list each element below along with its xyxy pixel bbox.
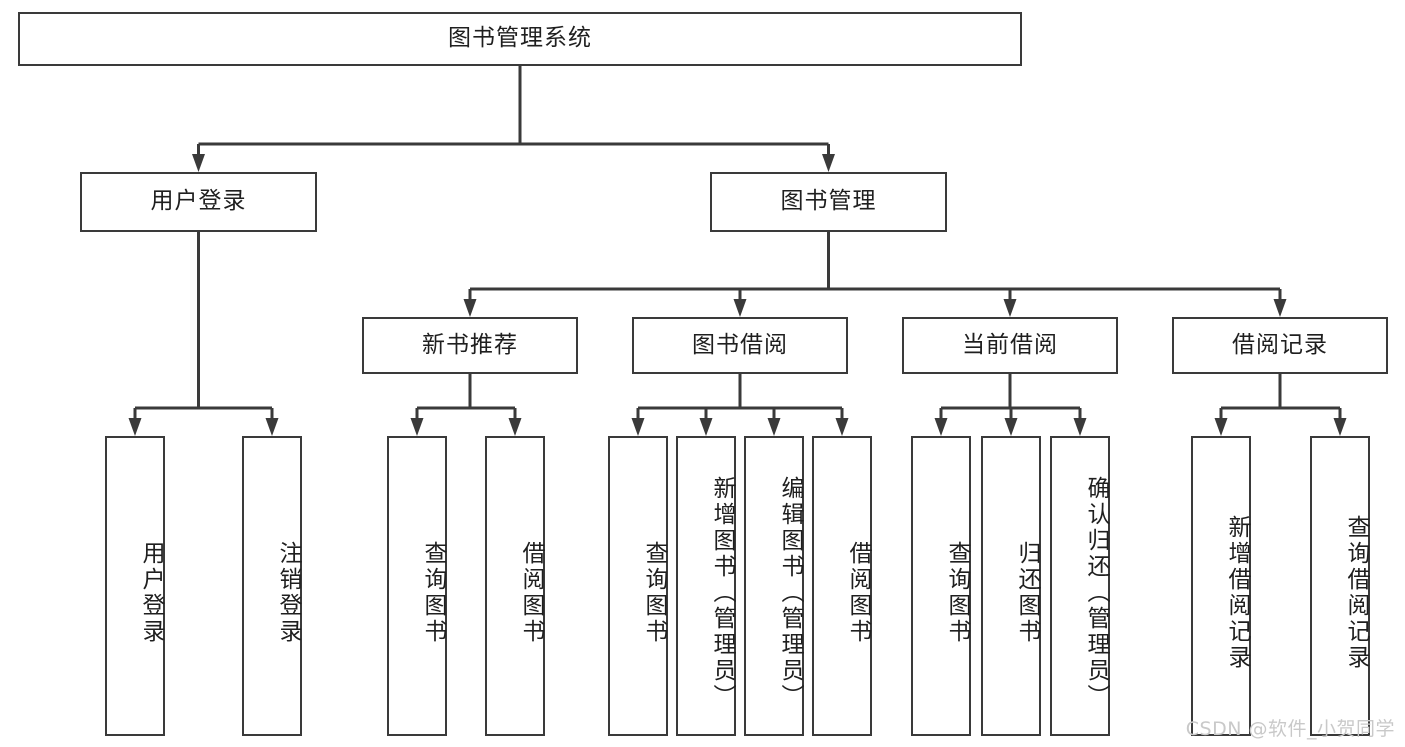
node-label: 新增图书（管理员） xyxy=(709,476,735,710)
connector-arrowhead xyxy=(410,418,424,436)
connector-arrowhead xyxy=(733,299,747,317)
node-new-book-rec[interactable]: 新书推荐 xyxy=(362,317,578,374)
connector-arrowhead xyxy=(1073,418,1087,436)
node-label: 归还图书 xyxy=(1014,541,1040,645)
node-leaf-rec-query[interactable]: 查询图书 xyxy=(387,436,447,736)
node-root[interactable]: 图书管理系统 xyxy=(18,12,1022,66)
node-leaf-bb-query[interactable]: 查询图书 xyxy=(608,436,668,736)
connector-arrowhead xyxy=(835,418,849,436)
node-label: 当前借阅 xyxy=(962,331,1058,358)
node-label: 新增借阅记录 xyxy=(1224,515,1250,671)
node-label: 新书推荐 xyxy=(422,331,518,358)
connector-arrowhead xyxy=(822,154,835,172)
connector-arrowhead xyxy=(1004,418,1018,436)
node-user-login[interactable]: 用户登录 xyxy=(80,172,317,232)
connector-arrowhead xyxy=(128,418,142,436)
node-borrow-record[interactable]: 借阅记录 xyxy=(1172,317,1388,374)
node-label: 查询借阅记录 xyxy=(1343,515,1369,671)
connector-arrowhead xyxy=(1214,418,1228,436)
node-label: 用户登录 xyxy=(138,541,164,645)
node-label: 注销登录 xyxy=(275,541,301,645)
node-leaf-cb-confirm[interactable]: 确认归还（管理员） xyxy=(1050,436,1110,736)
node-label: 借阅图书 xyxy=(518,541,544,645)
node-leaf-cb-query[interactable]: 查询图书 xyxy=(911,436,971,736)
node-leaf-br-query[interactable]: 查询借阅记录 xyxy=(1310,436,1370,736)
node-book-borrow[interactable]: 图书借阅 xyxy=(632,317,848,374)
connector-arrowhead xyxy=(699,418,713,436)
node-leaf-bb-add[interactable]: 新增图书（管理员） xyxy=(676,436,736,736)
connector-arrowhead xyxy=(265,418,279,436)
node-leaf-user-logout[interactable]: 注销登录 xyxy=(242,436,302,736)
connector-arrowhead xyxy=(1273,299,1287,317)
node-leaf-rec-borrow[interactable]: 借阅图书 xyxy=(485,436,545,736)
node-label: 查询图书 xyxy=(420,541,446,645)
node-leaf-bb-edit[interactable]: 编辑图书（管理员） xyxy=(744,436,804,736)
node-label: 查询图书 xyxy=(944,541,970,645)
connector-arrowhead xyxy=(934,418,948,436)
connector-arrowhead xyxy=(631,418,645,436)
connector-arrowhead xyxy=(1003,299,1017,317)
node-label: 图书管理 xyxy=(780,188,877,215)
node-label: 用户登录 xyxy=(150,188,247,215)
connector-arrowhead xyxy=(508,418,522,436)
connector-arrowhead xyxy=(767,418,781,436)
watermark: CSDN @软件_小贺同学 xyxy=(1185,718,1395,740)
node-label: 图书管理系统 xyxy=(448,25,592,52)
node-label: 查询图书 xyxy=(641,541,667,645)
node-book-manage[interactable]: 图书管理 xyxy=(710,172,947,232)
connector-arrowhead xyxy=(1333,418,1347,436)
node-current-borrow[interactable]: 当前借阅 xyxy=(902,317,1118,374)
connector-arrowhead xyxy=(192,154,205,172)
node-leaf-br-add[interactable]: 新增借阅记录 xyxy=(1191,436,1251,736)
node-label: 图书借阅 xyxy=(692,331,788,358)
connector-arrowhead xyxy=(463,299,477,317)
node-leaf-cb-return[interactable]: 归还图书 xyxy=(981,436,1041,736)
node-label: 借阅记录 xyxy=(1232,331,1328,358)
node-label: 确认归还（管理员） xyxy=(1083,476,1109,710)
node-label: 编辑图书（管理员） xyxy=(777,476,803,710)
node-leaf-user-login[interactable]: 用户登录 xyxy=(105,436,165,736)
node-label: 借阅图书 xyxy=(845,541,871,645)
node-leaf-bb-borrow[interactable]: 借阅图书 xyxy=(812,436,872,736)
